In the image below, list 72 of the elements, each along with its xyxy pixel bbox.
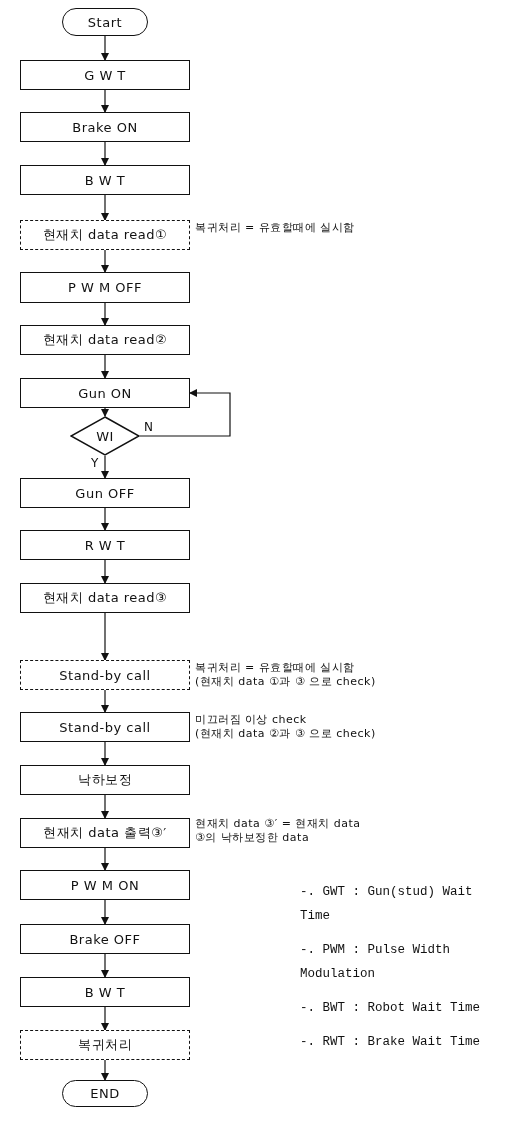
arrow bbox=[101, 689, 109, 713]
node-label: 현재치 data 출력③′ bbox=[43, 824, 167, 842]
abbreviation-note: -. RWT : Brake Wait Time bbox=[300, 1034, 482, 1051]
node-label: Brake ON bbox=[72, 119, 138, 135]
process-box bbox=[20, 924, 190, 954]
terminal-pill bbox=[62, 1080, 148, 1107]
terminal-pill bbox=[62, 8, 148, 36]
arrow bbox=[101, 249, 109, 273]
arrow bbox=[101, 1059, 109, 1081]
process-box bbox=[20, 325, 190, 355]
process-box bbox=[20, 583, 190, 613]
arrow bbox=[101, 741, 109, 766]
process-box bbox=[20, 272, 190, 303]
decision-diamond bbox=[70, 416, 140, 456]
arrow bbox=[101, 141, 109, 166]
side-note: 복귀처리 = 유효할때에 실시함 bbox=[195, 661, 356, 675]
node-label: Brake OFF bbox=[69, 931, 141, 947]
node-label: Start bbox=[87, 14, 123, 30]
arrow bbox=[101, 507, 109, 531]
arrow bbox=[101, 794, 109, 819]
node-label: Stand-by call bbox=[59, 719, 151, 735]
node-label: END bbox=[90, 1086, 120, 1101]
arrow bbox=[101, 407, 109, 417]
arrow bbox=[101, 559, 109, 584]
edge-label: N bbox=[144, 421, 153, 434]
arrow bbox=[101, 1006, 109, 1031]
process-box bbox=[20, 870, 190, 900]
process-box bbox=[20, 378, 190, 408]
arrow bbox=[101, 847, 109, 871]
process-box bbox=[20, 60, 190, 90]
node-label: B W T bbox=[84, 984, 126, 1000]
process-box bbox=[20, 530, 190, 560]
side-note: 현재치 data ③′ = 현재치 data bbox=[195, 817, 361, 831]
side-note: (현재치 data ①과 ③ 으로 check) bbox=[195, 675, 376, 689]
node-label: Stand-by call bbox=[59, 667, 151, 683]
node-label: P W M OFF bbox=[68, 280, 142, 295]
process-box bbox=[20, 112, 190, 142]
node-label: 복귀처리 bbox=[78, 1036, 132, 1054]
abbreviation-note: -. GWT : Gun(stud) Wait Time bbox=[300, 884, 474, 925]
node-label: 현재치 data read① bbox=[42, 226, 168, 244]
node-label: WI bbox=[96, 428, 114, 444]
arrow bbox=[101, 89, 109, 113]
side-note: ③의 낙하보정한 data bbox=[195, 831, 311, 845]
arrow bbox=[139, 389, 231, 437]
process-box bbox=[20, 165, 190, 195]
side-note: 복귀처리 = 유효할때에 실시함 bbox=[195, 221, 355, 235]
node-label: R W T bbox=[84, 537, 126, 553]
node-label: 현재치 data read③ bbox=[42, 589, 168, 607]
arrow bbox=[101, 953, 109, 978]
abbreviation-note: -. BWT : Robot Wait Time bbox=[300, 1000, 482, 1017]
arrow bbox=[101, 612, 109, 661]
process-box bbox=[20, 478, 190, 508]
process-box bbox=[20, 977, 190, 1007]
process-box bbox=[20, 765, 190, 795]
node-label: 현재치 data read② bbox=[42, 331, 168, 349]
dashed-process-box bbox=[20, 1030, 190, 1060]
node-label: Gun OFF bbox=[75, 485, 135, 501]
arrow bbox=[101, 354, 109, 379]
edge-label: Y bbox=[91, 457, 99, 470]
abbreviation-note: -. PWM : Pulse Width Modulation bbox=[300, 942, 452, 983]
node-label: Gun ON bbox=[78, 385, 132, 401]
arrow bbox=[101, 899, 109, 925]
arrow bbox=[101, 455, 109, 479]
side-note: (현재치 data ②과 ③ 으로 check) bbox=[195, 727, 376, 741]
node-label: P W M ON bbox=[70, 877, 140, 893]
node-label: B W T bbox=[84, 172, 126, 188]
arrow bbox=[101, 302, 109, 326]
arrow bbox=[101, 35, 109, 61]
node-label: G W T bbox=[84, 67, 126, 83]
arrow bbox=[101, 194, 109, 221]
node-label: 낙하보정 bbox=[78, 771, 132, 789]
side-note: 미끄러짐 이상 check bbox=[195, 713, 308, 727]
